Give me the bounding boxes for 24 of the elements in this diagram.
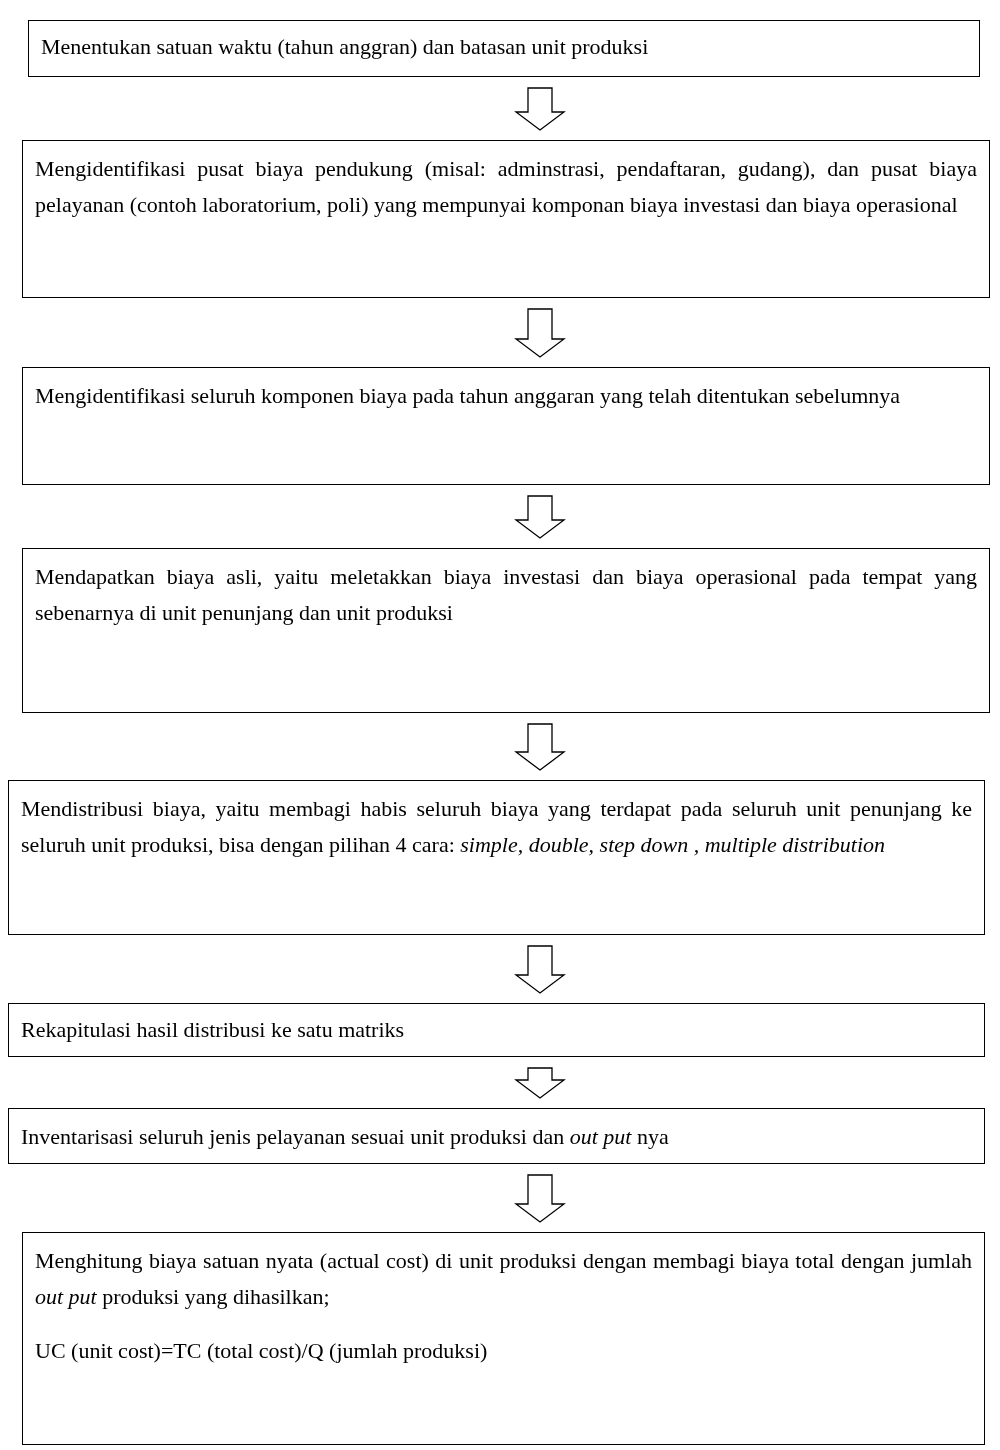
step-text: Menghitung biaya satuan nyata (actual cost) di unit produksi dengan membagi biaya total dengan jumlah out put produksi yang dihasilkan;	[35, 1247, 972, 1311]
process-box	[22, 367, 990, 485]
process-box	[8, 1003, 985, 1057]
block-arrow	[514, 1174, 566, 1223]
process-box	[28, 20, 980, 77]
block-arrow	[514, 945, 566, 994]
step-text: Menentukan satuan waktu (tahun anggran) dan batasan unit produksi	[41, 33, 650, 61]
step-text: UC (unit cost)=TC (total cost)/Q (jumlah produksi)	[35, 1337, 489, 1365]
block-arrow	[514, 87, 566, 131]
step-text: Mendapatkan biaya asli, yaitu meletakkan biaya investasi dan biaya operasional pada tempat yang sebenarnya di unit penunjang dan unit produksi	[35, 563, 977, 627]
block-arrow	[514, 308, 566, 358]
step-text: Rekapitulasi hasil distribusi ke satu matriks	[21, 1016, 406, 1044]
process-box	[22, 548, 990, 713]
block-arrow	[514, 723, 566, 771]
process-box	[8, 780, 985, 935]
block-arrow	[514, 495, 566, 539]
process-box	[22, 140, 990, 298]
block-arrow	[514, 1067, 566, 1099]
step-text: Mendistribusi biaya, yaitu membagi habis seluruh biaya yang terdapat pada seluruh unit penunjang ke seluruh unit produksi, bisa dengan pilihan 4 cara: simple, double, step down , multiple distribution	[21, 795, 972, 859]
step-text: Mengidentifikasi pusat biaya pendukung (misal: adminstrasi, pendaftaran, gudang), dan pusat biaya pelayanan (contoh laboratorium, poli) yang mempunyai komponan biaya investasi dan biaya operasional	[35, 155, 977, 219]
process-box	[22, 1232, 985, 1445]
step-text: Mengidentifikasi seluruh komponen biaya pada tahun anggaran yang telah ditentukan sebelumnya	[35, 382, 902, 410]
process-box	[8, 1108, 985, 1164]
step-text: Inventarisasi seluruh jenis pelayanan sesuai unit produksi dan out put nya	[21, 1123, 670, 1151]
